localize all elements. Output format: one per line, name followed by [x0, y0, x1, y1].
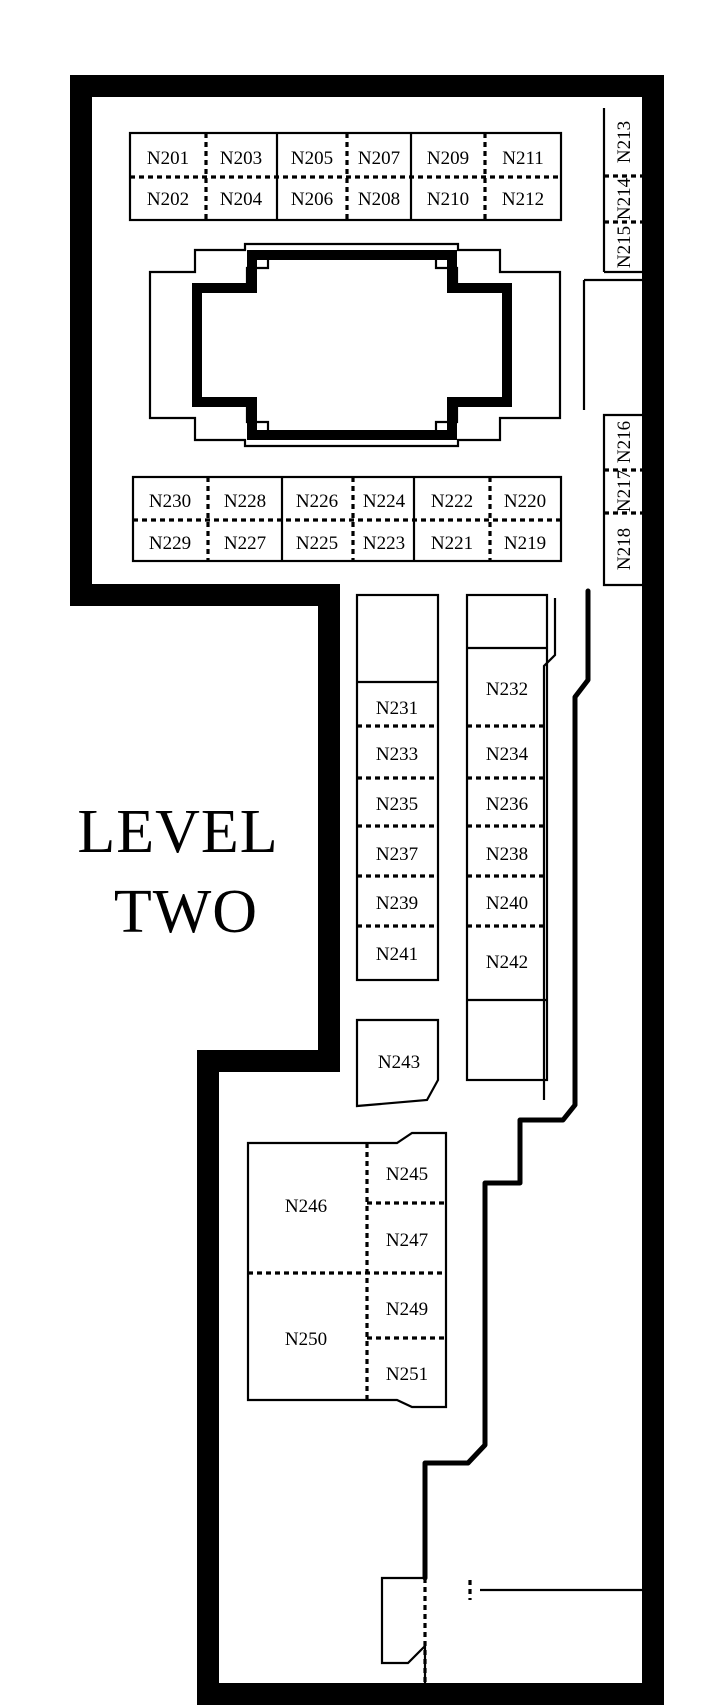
unit-n233[interactable]: N233 — [376, 744, 418, 765]
unit-n211[interactable]: N211 — [502, 148, 544, 169]
unit-n208[interactable]: N208 — [358, 189, 400, 210]
unit-n242[interactable]: N242 — [486, 952, 528, 973]
level-title-line2: TWO — [114, 878, 258, 946]
unit-n225[interactable]: N225 — [296, 533, 338, 554]
unit-n213[interactable]: N213 — [614, 121, 635, 163]
unit-n215[interactable]: N215 — [614, 226, 635, 268]
middle-unit-block — [131, 475, 563, 563]
unit-n212[interactable]: N212 — [502, 189, 544, 210]
top-unit-block — [128, 131, 563, 222]
unit-n234[interactable]: N234 — [486, 744, 529, 765]
unit-n235[interactable]: N235 — [376, 794, 418, 815]
unit-n245[interactable]: N245 — [386, 1164, 428, 1185]
unit-n223[interactable]: N223 — [363, 533, 405, 554]
unit-n249[interactable]: N249 — [386, 1299, 428, 1320]
unit-n205[interactable]: N205 — [291, 148, 333, 169]
unit-n240[interactable]: N240 — [486, 893, 528, 914]
unit-n228[interactable]: N228 — [224, 491, 266, 512]
unit-n231[interactable]: N231 — [376, 698, 418, 719]
central-atrium — [148, 242, 562, 448]
unit-n226[interactable]: N226 — [296, 491, 338, 512]
unit-n222[interactable]: N222 — [431, 491, 473, 512]
bottom-entry-area — [380, 1576, 642, 1694]
level-title-line1: LEVEL — [77, 798, 278, 866]
unit-n218[interactable]: N218 — [614, 528, 635, 570]
unit-n237[interactable]: N237 — [376, 844, 418, 865]
unit-n246[interactable]: N246 — [285, 1196, 327, 1217]
lower-unit-block — [246, 1131, 448, 1409]
right-unit-column — [582, 108, 642, 587]
unit-n210[interactable]: N210 — [427, 189, 469, 210]
unit-n232[interactable]: N232 — [486, 679, 528, 700]
unit-n206[interactable]: N206 — [291, 189, 333, 210]
unit-n239[interactable]: N239 — [376, 893, 418, 914]
unit-n221[interactable]: N221 — [431, 533, 473, 554]
unit-n201[interactable]: N201 — [147, 148, 189, 169]
outer-wall — [70, 75, 664, 1705]
unit-n202[interactable]: N202 — [147, 189, 189, 210]
unit-n238[interactable]: N238 — [486, 844, 528, 865]
unit-n247[interactable]: N247 — [386, 1230, 428, 1251]
right-inner-column — [465, 593, 549, 1082]
unit-n209[interactable]: N209 — [427, 148, 469, 169]
unit-n227[interactable]: N227 — [224, 533, 266, 554]
unit-n217[interactable]: N217 — [614, 470, 635, 512]
unit-n250[interactable]: N250 — [285, 1329, 327, 1350]
unit-n204[interactable]: N204 — [220, 189, 263, 210]
unit-n230[interactable]: N230 — [149, 491, 191, 512]
unit-n207[interactable]: N207 — [358, 148, 400, 169]
unit-n236[interactable]: N236 — [486, 794, 528, 815]
unit-n203[interactable]: N203 — [220, 148, 262, 169]
unit-n229[interactable]: N229 — [149, 533, 191, 554]
unit-n251[interactable]: N251 — [386, 1364, 428, 1385]
unit-n224[interactable]: N224 — [363, 491, 406, 512]
unit-n214[interactable]: N214 — [614, 177, 635, 220]
corridor-boundary — [422, 588, 591, 1581]
left-inner-column — [355, 593, 440, 1108]
unit-n243[interactable]: N243 — [378, 1052, 420, 1073]
unit-n219[interactable]: N219 — [504, 533, 546, 554]
unit-n216[interactable]: N216 — [614, 421, 635, 463]
unit-n220[interactable]: N220 — [504, 491, 546, 512]
unit-n241[interactable]: N241 — [376, 944, 418, 965]
corridor-inner-wall — [542, 598, 557, 1100]
